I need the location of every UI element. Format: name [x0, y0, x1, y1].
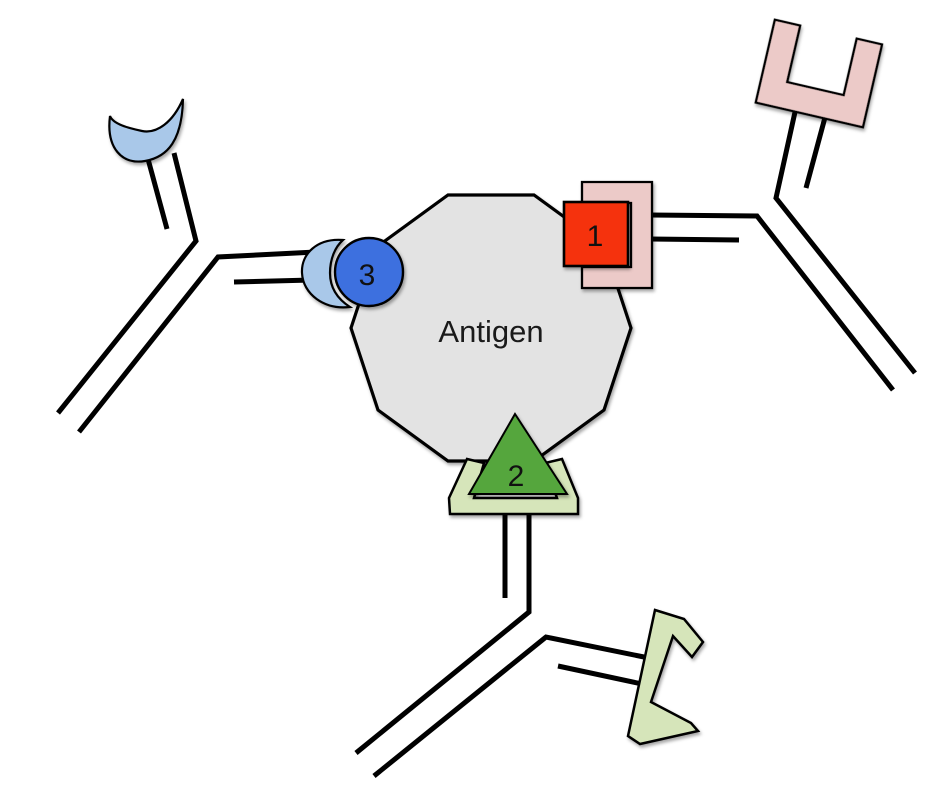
antibody-1-free-paratope-u: [754, 18, 884, 129]
epitope-2-label: 2: [508, 460, 525, 493]
antibody-1-chain-line: [803, 109, 830, 189]
antigen-label: Antigen: [438, 314, 543, 349]
antibody-2: 2: [354, 412, 705, 778]
antigen-body: [349, 193, 633, 463]
epitope-3-circle: [333, 236, 405, 308]
antibody-3-chain-line: [233, 277, 313, 285]
antibody-1-chain-line: [773, 102, 917, 375]
epitope-3-label: 3: [359, 259, 376, 292]
antibody-3-free-paratope-crescent: [108, 98, 185, 163]
antibody-2-chain-line: [557, 663, 643, 687]
antigen: Antigen: [349, 193, 633, 463]
antibody-3-chain-line: [145, 158, 170, 230]
antibody-3-chain-line: [77, 249, 317, 434]
epitope-1-square: [562, 200, 630, 268]
epitope-1-label: 1: [587, 220, 604, 253]
antibody-3-bound-paratope-crescent: [300, 238, 354, 309]
antibody-1-chain-line: [649, 236, 740, 243]
antibody-1-chain-line: [649, 212, 895, 392]
antibody-3-chain-line: [56, 152, 199, 415]
antibody-1: 1: [562, 18, 917, 392]
epitope-2-triangle: [467, 412, 569, 495]
antibody-3: 3: [56, 98, 405, 434]
antibody-2-free-paratope-bracket: [626, 608, 705, 746]
antibody-2-chain-line: [372, 634, 645, 778]
antibody-2-chain-line: [354, 512, 532, 755]
